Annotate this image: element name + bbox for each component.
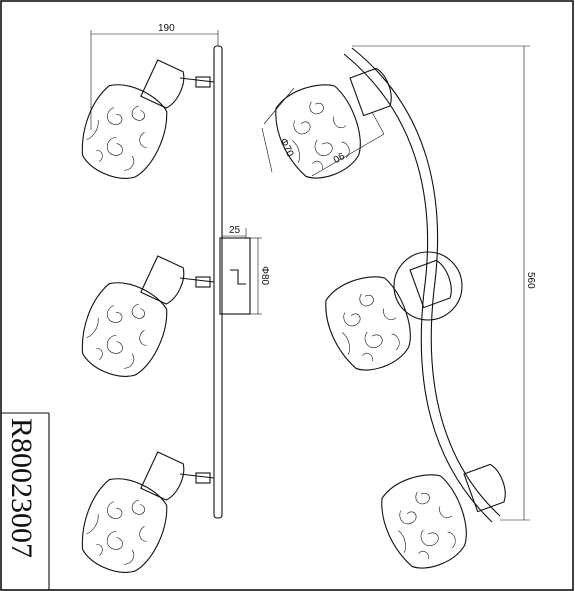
mounting-bracket (219, 237, 251, 315)
spotlight-side-2 (312, 257, 457, 383)
spotlight-front-3 (74, 451, 215, 582)
dimension-overall-length: 560 (525, 272, 536, 289)
title-block: R80023007 (1, 412, 50, 590)
spotlight-front-1 (74, 59, 215, 188)
dimension-width: 190 (158, 23, 175, 34)
canopy-plate (393, 251, 463, 321)
dimension-shade-diameter: Φ70 (277, 137, 295, 159)
side-view: 560 Φ70 90 (261, 45, 536, 581)
spotlight-front-2 (74, 255, 215, 386)
spotlight-side-3 (368, 461, 511, 581)
front-view: 190 25 Φ80 (74, 23, 270, 582)
dimension-plate-diameter: Φ80 (259, 266, 270, 286)
dimension-bracket-width: 25 (229, 225, 241, 236)
dimension-shade-length: 90 (330, 149, 346, 164)
model-code: R80023007 (5, 418, 38, 558)
